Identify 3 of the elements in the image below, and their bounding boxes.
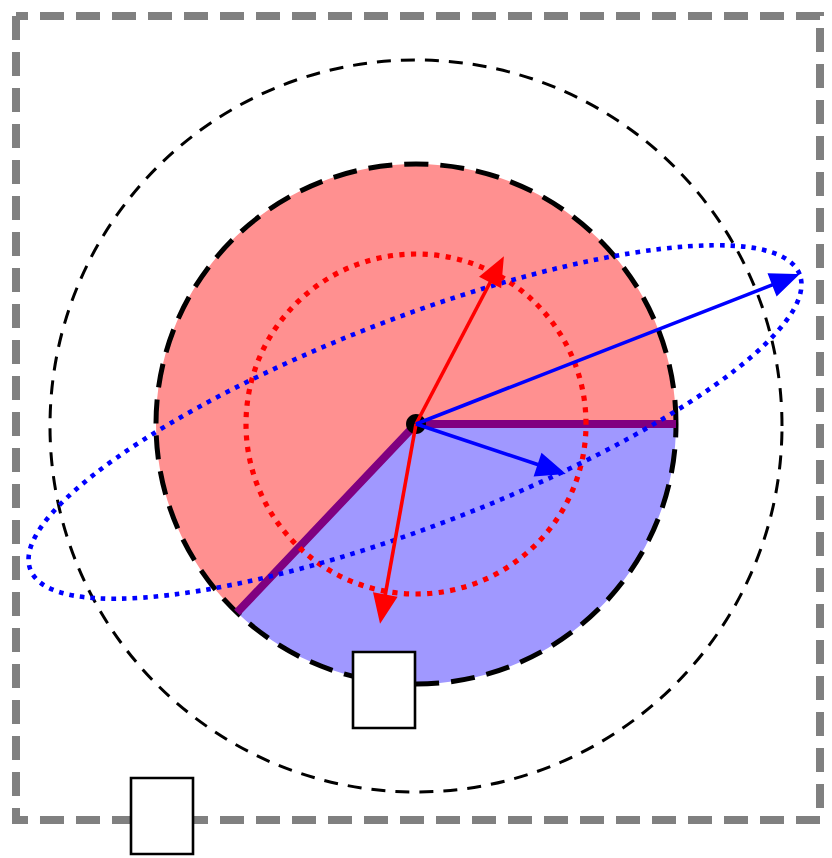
empty-box xyxy=(351,650,417,730)
center-dot xyxy=(406,414,426,434)
empty-box xyxy=(129,776,195,856)
